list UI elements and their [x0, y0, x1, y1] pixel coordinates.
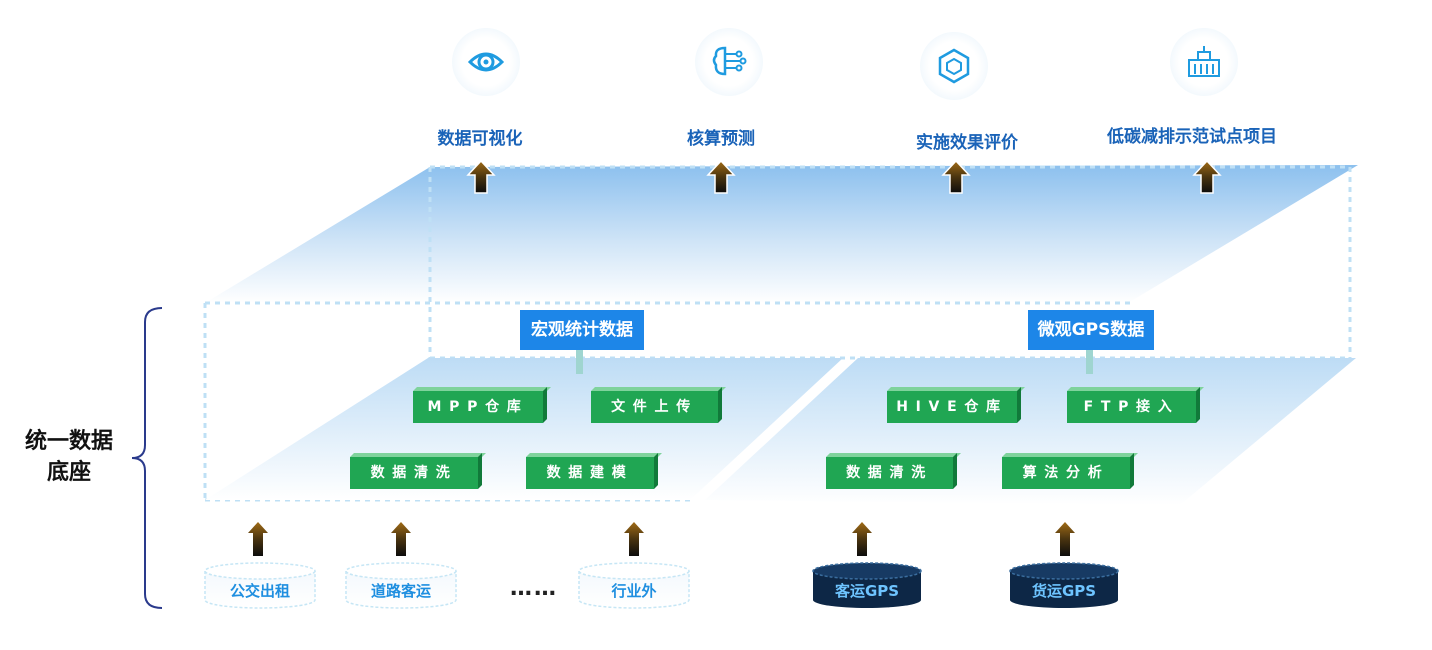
ai-brain-icon — [712, 46, 747, 76]
side-brace — [131, 307, 163, 609]
top-label-evaluation: 实施效果评价 — [916, 133, 1018, 153]
algorithm-analysis-box: 算法分析 — [1002, 457, 1130, 489]
top-label-pilot-project: 低碳减排示范试点项目 — [1107, 127, 1277, 147]
source-taxi-bus: 公交出租 — [229, 582, 291, 600]
unified-data-foundation-label: 统一数据 底座 — [14, 426, 124, 488]
data-cleaning-box-left: 数据清洗 — [350, 457, 478, 489]
hive-warehouse-box: HIVE仓库 — [887, 391, 1017, 423]
forecast-icon-circle — [695, 28, 763, 96]
file-upload-box: 文件上传 — [591, 391, 718, 423]
ftp-access-box: FTP接入 — [1067, 391, 1196, 423]
top-label-forecast: 核算预测 — [687, 129, 755, 149]
light-cylinders — [204, 562, 690, 609]
macro-stats-label: 宏观统计数据 — [520, 310, 644, 350]
source-arrows — [248, 522, 1075, 556]
source-road-passenger: 道路客运 — [370, 582, 432, 600]
connector-left — [576, 350, 583, 374]
visualization-icon-circle — [452, 28, 520, 96]
pilot-project-icon-circle — [1170, 28, 1238, 96]
top-arrows — [466, 159, 1222, 194]
building-icon — [1188, 46, 1220, 77]
data-cleaning-box-right: 数据清洗 — [826, 457, 953, 489]
evaluation-icon-circle — [920, 32, 988, 100]
cube-icon — [938, 48, 970, 84]
source-freight-gps: 货运GPS — [1031, 582, 1097, 600]
data-modeling-box: 数据建模 — [526, 457, 654, 489]
top-plane — [205, 165, 1358, 303]
eye-icon — [467, 52, 505, 72]
source-ellipsis: …… — [510, 576, 558, 601]
mpp-warehouse-box: MPP仓库 — [413, 391, 543, 423]
micro-gps-label: 微观GPS数据 — [1028, 310, 1154, 350]
top-label-visualization: 数据可视化 — [437, 129, 523, 149]
source-external-industry: 行业外 — [611, 582, 657, 600]
source-passenger-gps: 客运GPS — [834, 582, 900, 600]
side-label-text: 统一数据 底座 — [24, 429, 113, 485]
dark-cylinders — [812, 562, 1119, 608]
connector-right — [1086, 350, 1093, 374]
